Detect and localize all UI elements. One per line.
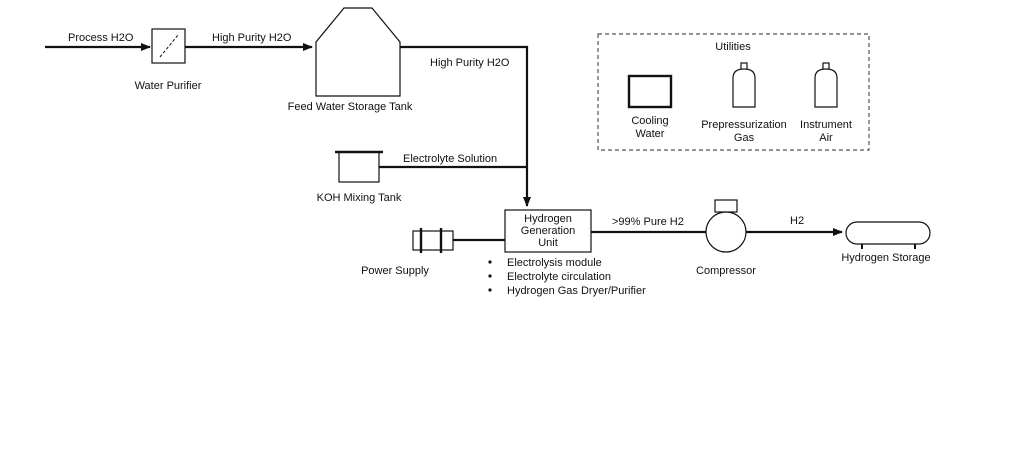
bullet-icon <box>488 274 492 278</box>
prepressurization-label-1: Prepressurization <box>701 119 787 131</box>
process-h2o-label: Process H2O <box>68 32 134 44</box>
hydrogen-generation-unit-box <box>504 209 592 253</box>
hgu-feature-list: Electrolysis module Electrolyte circulat… <box>488 257 646 297</box>
cooling-water-label-1: Cooling <box>631 115 668 127</box>
hydrogen-storage-icon <box>845 221 931 249</box>
gas-cylinder-icon <box>732 62 756 108</box>
power-supply-label: Power Supply <box>361 265 429 277</box>
hgu-feature-item: Hydrogen Gas Dryer/Purifier <box>507 285 646 297</box>
koh-mixing-tank-label: KOH Mixing Tank <box>317 192 402 204</box>
koh-mixing-tank-icon <box>335 150 383 183</box>
hgu-feature-item: Electrolyte circulation <box>507 271 611 283</box>
hgu-label-line3: Unit <box>538 237 558 249</box>
utilities-box <box>597 33 870 151</box>
instrument-air-label-1: Instrument <box>800 119 852 131</box>
instrument-air-label-2: Air <box>819 132 833 144</box>
h2-label: H2 <box>790 215 804 227</box>
compressor-icon <box>705 199 747 253</box>
hgu-feature-item: Electrolysis module <box>507 257 602 269</box>
pure-h2-label: >99% Pure H2 <box>612 216 684 228</box>
high-purity-label-2: High Purity H2O <box>430 57 510 69</box>
electrolyte-solution-label: Electrolyte Solution <box>403 153 497 165</box>
compressor-label: Compressor <box>696 265 756 277</box>
hydrogen-storage-label: Hydrogen Storage <box>841 252 930 264</box>
water-purifier-icon <box>151 28 186 64</box>
bullet-icon <box>488 260 492 264</box>
air-cylinder-icon <box>814 62 838 108</box>
bullet-icon <box>488 288 492 292</box>
feed-water-tank-label: Feed Water Storage Tank <box>288 101 413 113</box>
cooling-water-icon <box>627 74 673 109</box>
feed-water-tank-icon <box>315 7 401 97</box>
prepressurization-label-2: Gas <box>734 132 755 144</box>
high-purity-label-1: High Purity H2O <box>212 32 292 44</box>
hgu-label-line1: Hydrogen <box>524 213 572 225</box>
utilities-title: Utilities <box>715 41 751 53</box>
power-supply-icon <box>412 228 454 253</box>
hgu-label-line2: Generation <box>521 225 575 237</box>
cooling-water-label-2: Water <box>636 128 665 140</box>
water-purifier-label: Water Purifier <box>135 80 202 92</box>
high-purity-line-2 <box>400 45 531 207</box>
